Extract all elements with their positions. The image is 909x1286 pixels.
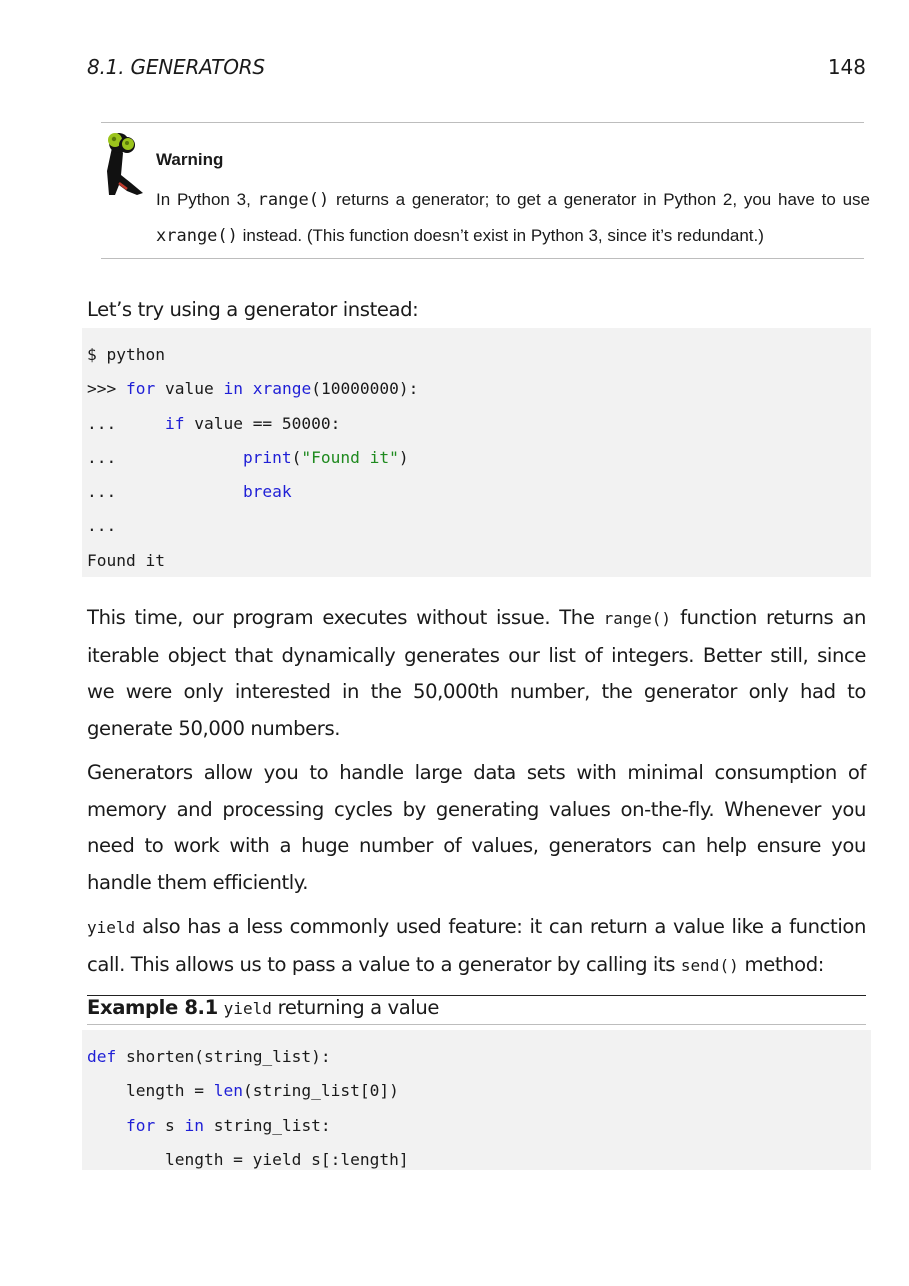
example-label: Example 8.1	[87, 996, 218, 1019]
code-block-2: def shorten(string_list): length = len(s…	[82, 1030, 871, 1170]
warning-text: In Python 3, range() returns a generator…	[156, 190, 871, 246]
inline-code: range()	[603, 609, 671, 628]
warning-figure-icon	[107, 133, 143, 195]
code-line: $ python	[87, 345, 165, 364]
inline-code: xrange()	[156, 226, 238, 246]
example-caption: Example 8.1 yield returning a value	[87, 996, 440, 1019]
running-head: 8.1. GENERATORS	[87, 55, 265, 79]
warning-bottom-rule	[101, 258, 864, 259]
code-line: length = yield s[:length]	[87, 1149, 409, 1169]
inline-code: yield	[223, 999, 272, 1018]
example-bottom-rule	[87, 1024, 866, 1025]
code-listing: def shorten(string_list): length = len(s…	[82, 1030, 871, 1177]
code-line: ...	[87, 516, 117, 536]
code-line: def shorten(string_list):	[87, 1047, 331, 1066]
warning-top-rule	[101, 122, 864, 123]
code-line: ... if value == 50000:	[87, 413, 341, 433]
code-line: length = len(string_list[0])	[87, 1081, 399, 1101]
code-line: >>> for value in xrange(10000000):	[87, 379, 419, 399]
inline-code: yield	[87, 918, 136, 937]
code-listing: $ python >>> for value in xrange(10000000…	[82, 328, 871, 578]
code-line: Found it	[87, 550, 165, 570]
paragraph-2: Generators allow you to handle large dat…	[87, 761, 866, 894]
code-line: ... print("Found it")	[87, 447, 409, 467]
code-block-1: $ python >>> for value in xrange(10000000…	[82, 328, 871, 577]
code-line: ... break	[87, 482, 292, 502]
inline-code: range()	[257, 190, 330, 210]
warning-title: Warning	[156, 150, 224, 169]
page-number: 148	[827, 55, 866, 79]
code-line: for s in string_list:	[125, 1115, 331, 1135]
inline-code: send()	[680, 955, 739, 975]
example-top-rule	[87, 995, 866, 996]
paragraph-3: yield also has a less commonly used feat…	[87, 915, 866, 976]
intro-paragraph: Let’s try using a generator instead:	[87, 298, 419, 321]
paragraph-1: This time, our program executes without …	[87, 606, 866, 740]
